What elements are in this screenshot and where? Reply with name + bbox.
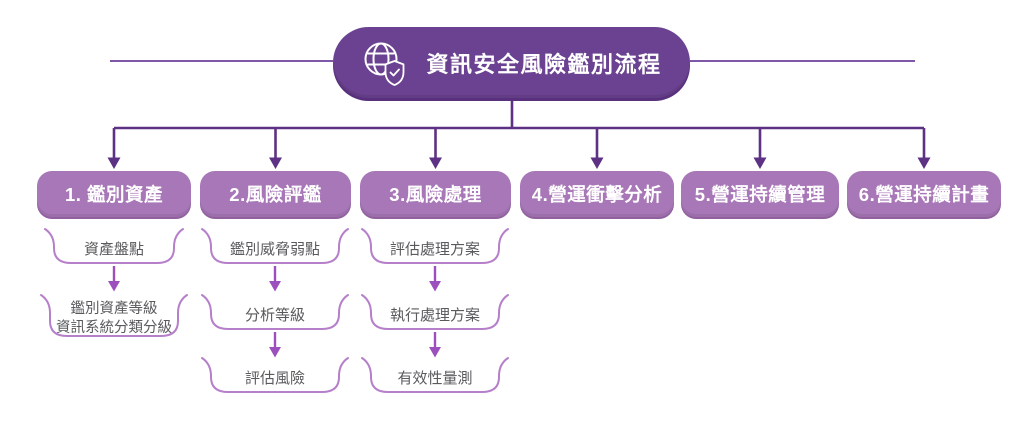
step-label: 資產盤點 (83, 240, 144, 258)
stage-header-3: 3.風險處理 (360, 171, 511, 217)
step-outline (201, 228, 349, 264)
tree-connector (112, 98, 926, 159)
step-box-identify-threats: 鑑別威脅弱點 (201, 228, 349, 265)
step-label: 鑑別威脅弱點 (229, 240, 320, 258)
step-label: 執行處理方案 (389, 306, 480, 324)
globe-shield-check-icon (364, 42, 405, 86)
step-outline (361, 357, 509, 393)
stage-header-2: 2.風險評鑑 (200, 171, 351, 217)
step-label: 評估處理方案 (389, 240, 480, 258)
step-box-execute-treatment: 執行處理方案 (361, 294, 509, 331)
tree-arrowheads (107, 157, 931, 169)
step-box-assess-risk: 評估風險 (201, 357, 349, 394)
step-box-analyze-level: 分析等級 (201, 294, 349, 331)
step-label: 評估風險 (244, 369, 305, 387)
stage-header-1: 1. 鑑別資產 (37, 171, 191, 217)
stage-header-6: 6.營運持續計畫 (847, 171, 1001, 217)
stage-header-5: 5.營運持續管理 (681, 171, 839, 217)
step-outline (201, 357, 349, 393)
step-outline (44, 228, 184, 264)
step-outline (361, 294, 509, 330)
step-outline (361, 228, 509, 264)
step-label: 有效性量測 (397, 369, 473, 387)
step-label: 分析等級 (244, 306, 305, 324)
step-box-evaluate-treatment: 評估處理方案 (361, 228, 509, 265)
process-title: 資訊安全風險鑑別流程 (426, 51, 662, 77)
step-box-effectiveness-measure: 有效性量測 (361, 357, 509, 394)
stage-header-4: 4.營運衝擊分析 (520, 171, 674, 217)
step-label: 鑑別資產等級 資訊系統分類分級 (56, 300, 172, 336)
step-outline (201, 294, 349, 330)
step-box-assets-inventory: 資產盤點 (44, 228, 184, 265)
step-outline (40, 294, 188, 337)
step-box-asset-grading: 鑑別資產等級 資訊系統分類分級 (40, 294, 188, 338)
process-title-node: 資訊安全風險鑑別流程 (333, 27, 690, 98)
